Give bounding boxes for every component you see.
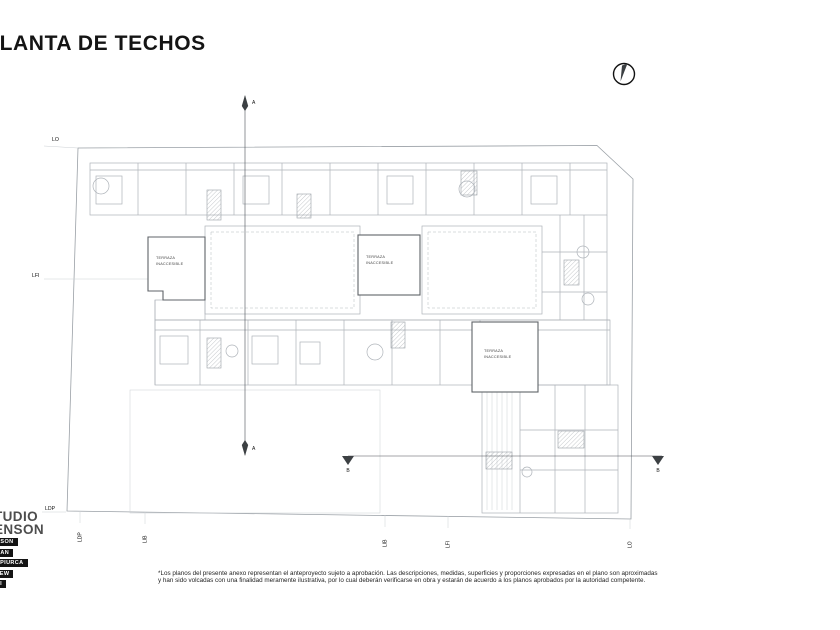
boundary-labels: LO LFI LDP (32, 137, 150, 513)
section-b-marker-right (652, 456, 664, 465)
studio-logo: TUDIO ENSON NSON NAN EPIURCA LEW SI (0, 509, 45, 588)
section-b-marker-left (342, 456, 354, 465)
studio-logo-line1: TUDIO (0, 509, 38, 524)
terraza-box-1: TERRAZA INACCESIBLE (147, 236, 206, 301)
bottom-label-lib-2: LIB (383, 539, 389, 547)
section-a-marker-bottom (241, 440, 249, 456)
studio-logo-line2: ENSON (0, 521, 45, 537)
disclaimer-text: *Los planos del presente anexo represent… (158, 570, 666, 585)
terraza-box-3: TERRAZA INACCESIBLE (471, 321, 539, 393)
section-a-marker-top (241, 95, 249, 111)
studio-name-chip: EPIURCA (0, 559, 28, 568)
studio-name-chip: SI (0, 579, 6, 588)
section-a-label-bottom: A (252, 446, 256, 452)
bottom-label-lo: LO (628, 541, 634, 548)
bottom-boundary-labels: LDP LIB LIB LFI LO (78, 511, 634, 548)
terraza-label-line2: INACCESIBLE (484, 355, 512, 359)
section-a-label-top: A (252, 100, 256, 106)
disclaimer-line-2: y han sido volcadas con una finalidad me… (158, 577, 646, 585)
terraza-box-2: TERRAZA INACCESIBLE (357, 234, 421, 296)
label-lfi-left: LFI (32, 273, 40, 279)
vent-circles (92, 177, 595, 478)
section-b-label-right: B (656, 468, 660, 474)
north-arrow-icon (612, 62, 636, 86)
terraza-label-line1: TERRAZA (156, 256, 175, 260)
section-line-b: B B (342, 455, 664, 474)
bottom-label-ldp: LDP (78, 532, 84, 542)
terraza-label-line2: INACCESIBLE (366, 261, 394, 265)
property-boundary (66, 145, 634, 520)
section-line-a: A A (241, 95, 256, 456)
studio-name-chip: NSON (0, 538, 18, 547)
section-b-label-left: B (346, 468, 350, 474)
building-walls (89, 162, 619, 514)
label-lo-top: LO (52, 137, 59, 143)
page-title: PLANTA DE TECHOS (0, 32, 206, 55)
bottom-label-lfi: LFI (446, 541, 452, 548)
bottom-label-lib-1: LIB (143, 535, 149, 543)
studio-name-chip: NAN (0, 548, 14, 557)
disclaimer-line-1: *Los planos del presente anexo represent… (158, 570, 658, 577)
terraza-label-line1: TERRAZA (366, 255, 385, 259)
studio-name-chip: LEW (0, 569, 14, 578)
terraza-label-line2: INACCESIBLE (156, 262, 184, 266)
terraza-label-line1: TERRAZA (484, 349, 503, 353)
label-ldp-left: LDP (45, 506, 56, 512)
